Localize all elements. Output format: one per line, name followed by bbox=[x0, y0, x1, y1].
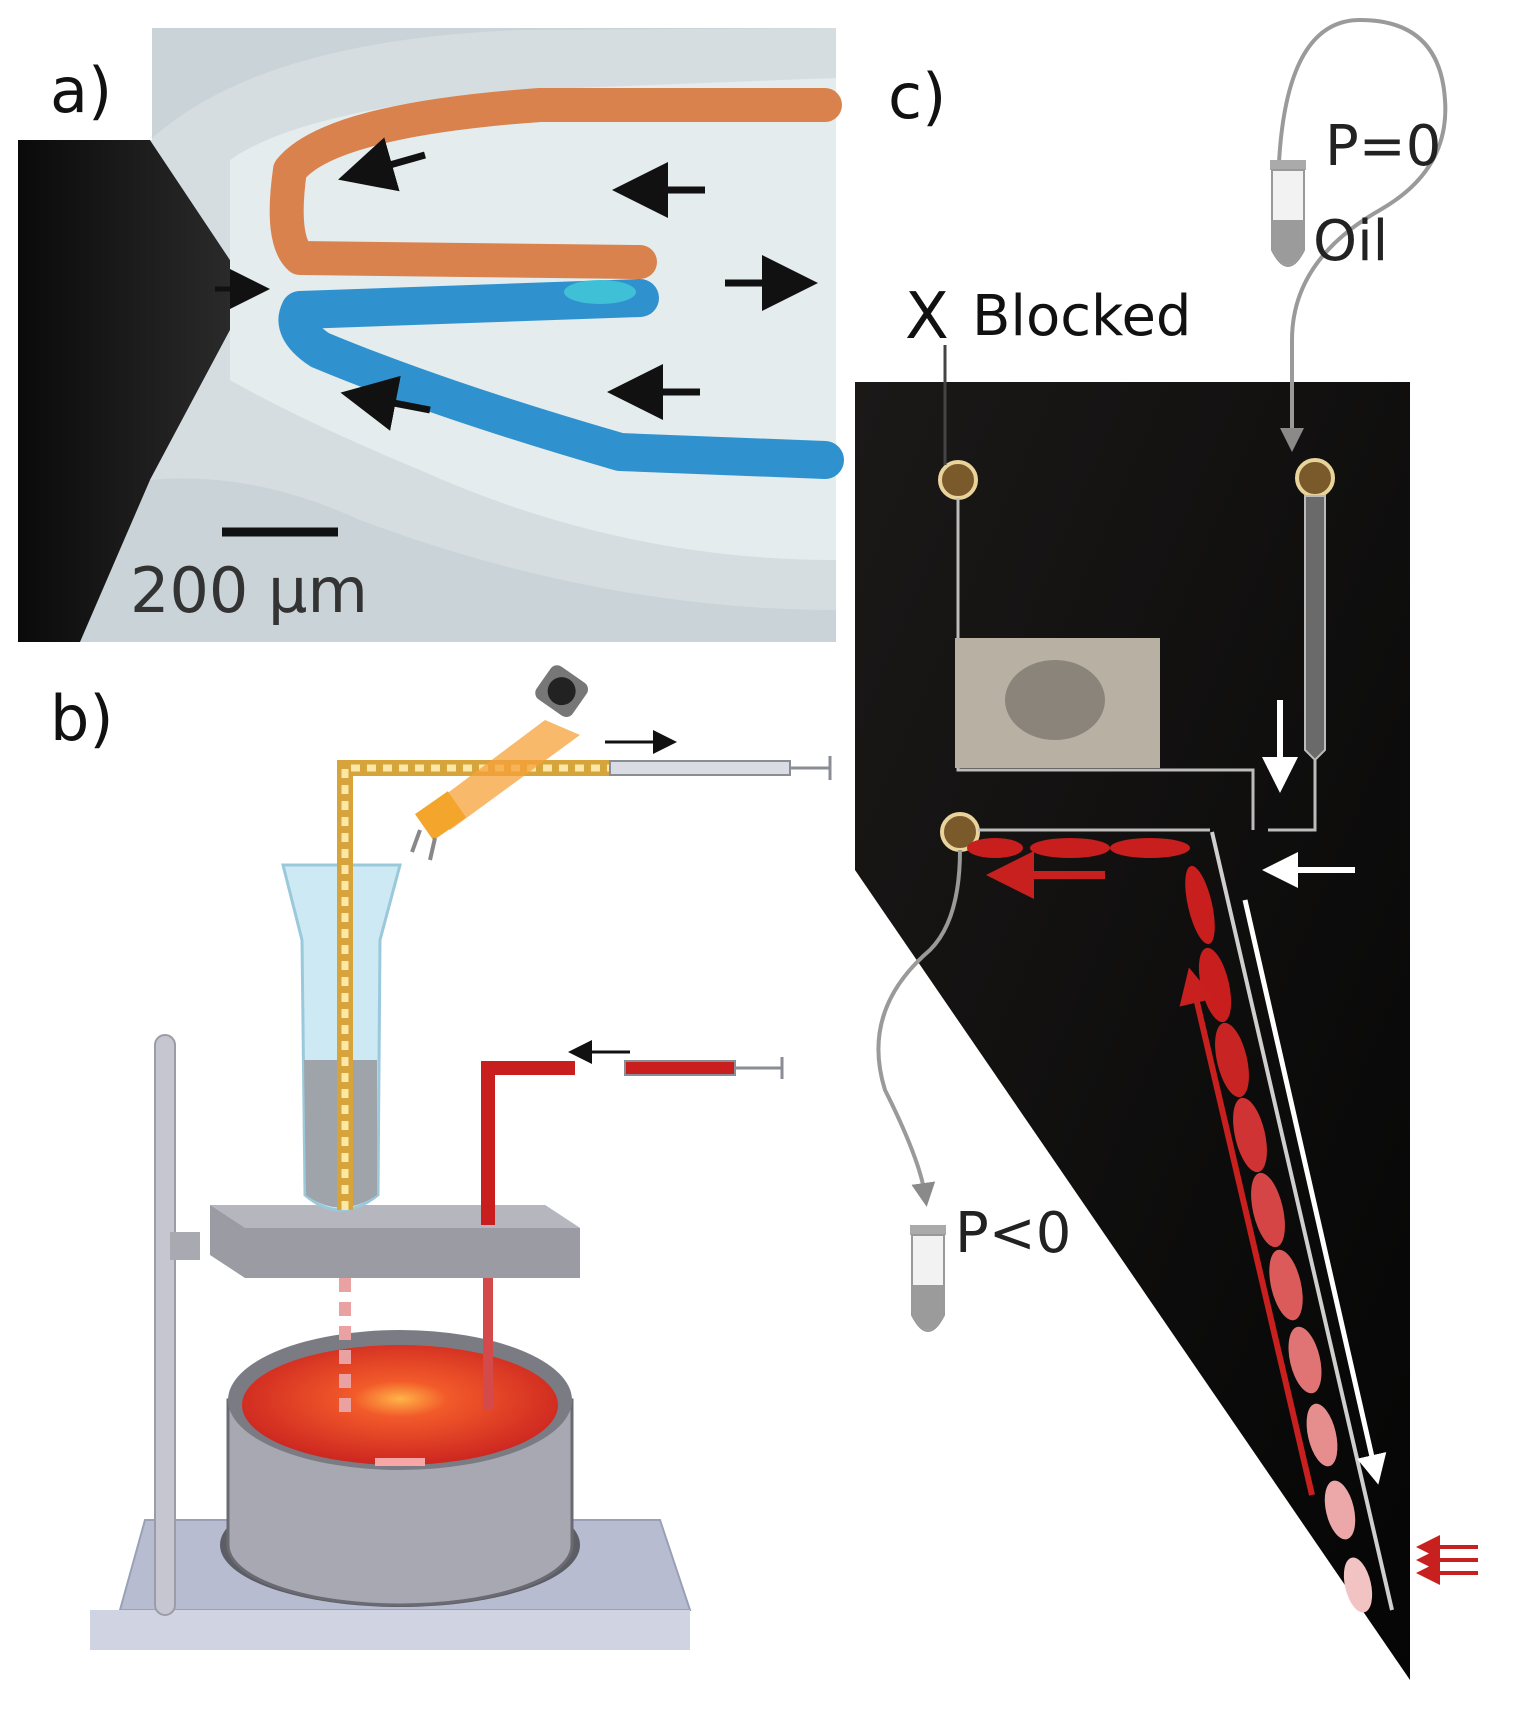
droplet-d-6 bbox=[1269, 1249, 1303, 1321]
panel-a-label-box bbox=[18, 28, 152, 140]
droplet-d-5 bbox=[1251, 1172, 1285, 1248]
droplet-d-7 bbox=[1288, 1326, 1322, 1394]
panel-b-label: b) bbox=[50, 682, 114, 755]
oil-tubing bbox=[1276, 17, 1448, 452]
oil-port bbox=[1295, 458, 1335, 498]
panel-b: b) bbox=[50, 665, 832, 1650]
red-arrow-diagonal bbox=[1179, 967, 1315, 1496]
oil-vial-cap bbox=[1270, 160, 1306, 170]
detector-pin-2 bbox=[428, 837, 437, 861]
panel-a: a) 200 µm bbox=[18, 28, 844, 642]
panel-c: c) bbox=[855, 17, 1478, 1680]
light-beam bbox=[425, 720, 580, 830]
segmented-droplets bbox=[341, 764, 610, 1210]
syringe-1-barrel bbox=[609, 760, 791, 776]
scale-bar-label: 200 µm bbox=[130, 554, 368, 627]
droplet-h-1 bbox=[1110, 838, 1190, 858]
droplet-h-3 bbox=[967, 838, 1023, 858]
light-source bbox=[535, 665, 588, 718]
droplet-d-1 bbox=[1185, 865, 1215, 945]
clamp-knob bbox=[170, 1232, 200, 1260]
outlet-vial-cap bbox=[910, 1225, 946, 1235]
droplet-d-8 bbox=[1306, 1403, 1338, 1467]
blocked-port bbox=[938, 460, 978, 500]
oil-vial-liquid bbox=[1273, 220, 1303, 265]
droplet-d-4 bbox=[1233, 1097, 1267, 1173]
orange-channel bbox=[269, 88, 842, 279]
droplet-h-2 bbox=[1030, 838, 1110, 858]
outlet-vial-liquid bbox=[913, 1285, 943, 1330]
stand-base-front bbox=[90, 1610, 690, 1650]
light-source-lens bbox=[547, 677, 576, 706]
oil-connector bbox=[1268, 760, 1317, 832]
red-tubing bbox=[481, 1061, 575, 1225]
syringe-2-barrel bbox=[624, 1060, 736, 1076]
detector bbox=[415, 791, 467, 841]
droplet-d-10 bbox=[1343, 1557, 1373, 1613]
panel-a-label: a) bbox=[50, 54, 112, 127]
arrow-orange-inflow bbox=[338, 137, 426, 192]
stand-rod bbox=[154, 1034, 176, 1616]
blocked-label: Blocked bbox=[972, 284, 1191, 349]
oil-channel bbox=[1304, 495, 1326, 762]
microfluidic-chip bbox=[855, 382, 1410, 1680]
blue-channel bbox=[278, 279, 844, 479]
serpentine-dark-spot bbox=[1005, 660, 1105, 740]
oil-pressure-label: P=0 bbox=[1325, 114, 1441, 179]
white-arrow-diagonal bbox=[1242, 899, 1387, 1485]
blocked-x-mark: X bbox=[905, 280, 949, 354]
droplet-d-9 bbox=[1324, 1480, 1356, 1540]
arrow-blue-inflow bbox=[340, 375, 431, 431]
droplet-d-3 bbox=[1215, 1022, 1249, 1098]
junction-tip bbox=[564, 280, 636, 304]
clamp-arm-top bbox=[210, 1205, 580, 1228]
red-liquid-bath bbox=[242, 1345, 558, 1465]
panel-c-label: c) bbox=[888, 60, 946, 133]
outlet-tubing bbox=[876, 849, 962, 1207]
segmented-tubing bbox=[337, 760, 610, 1210]
capillary-dark-region bbox=[18, 140, 230, 642]
outlet-pressure-label: P<0 bbox=[955, 1201, 1071, 1266]
blocked-channel bbox=[956, 498, 1255, 830]
detector-pin-1 bbox=[410, 829, 422, 853]
oil-label: Oil bbox=[1313, 209, 1388, 274]
stir-bar bbox=[375, 1458, 425, 1466]
